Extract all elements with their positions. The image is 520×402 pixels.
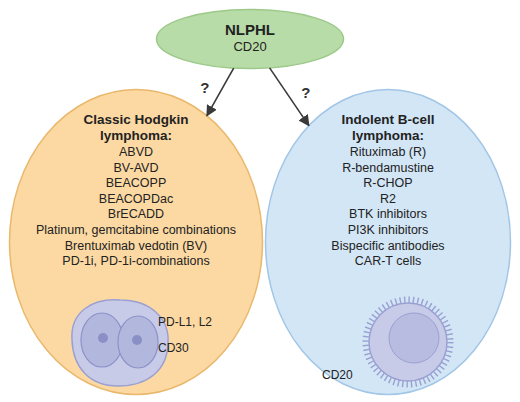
- treatment-item: BEACOPP: [106, 176, 166, 192]
- treatment-item: BEACOPDac: [99, 192, 173, 208]
- treatment-item: R-bendamustine: [342, 161, 434, 177]
- treatment-item: BrECADD: [108, 207, 164, 223]
- treatment-item: Platinum, gemcitabine combinations: [36, 223, 236, 239]
- treatment-item: PI3K inhibitors: [348, 223, 429, 239]
- edge-label: ?: [200, 80, 209, 96]
- text-group: Classic Hodgkin lymphoma:ABVDBV-AVDBEACO…: [8, 88, 264, 270]
- treatment-item: Brentuximab vedotin (BV): [65, 239, 207, 255]
- treatment-item: PD-1i, PD-1i-combinations: [62, 254, 209, 270]
- marker-label: CD30: [158, 341, 189, 355]
- text-group: NLPHLCD20: [155, 8, 345, 55]
- treatment-item: CAR-T cells: [355, 254, 421, 270]
- arrow-connector: [207, 68, 234, 116]
- treatment-oval: Indolent B-cell lymphoma:Rituximab (R)R-…: [264, 88, 512, 396]
- treatment-item: ABVD: [119, 145, 153, 161]
- treatment-item: R-CHOP: [363, 176, 412, 192]
- treatment-item: R2: [380, 192, 396, 208]
- node-heading: Classic Hodgkin lymphoma:: [66, 112, 206, 143]
- node-heading: Indolent B-cell lymphoma:: [318, 112, 458, 143]
- edge-label: ?: [301, 85, 310, 101]
- node-heading: NLPHL: [225, 21, 275, 39]
- node-shape: [266, 90, 511, 395]
- treatment-item: Bispecific antibodies: [331, 239, 444, 255]
- treatment-item: Rituximab (R): [350, 145, 426, 161]
- node-shape: [10, 90, 263, 395]
- treatment-item: BTK inhibitors: [349, 207, 427, 223]
- disease-ellipse: NLPHLCD20: [155, 8, 345, 70]
- marker-label: PD-L1, L2: [158, 315, 212, 329]
- marker-label: CD20: [233, 39, 266, 55]
- treatment-oval: Classic Hodgkin lymphoma:ABVDBV-AVDBEACO…: [8, 88, 264, 396]
- treatment-item: BV-AVD: [114, 161, 159, 177]
- text-group: Indolent B-cell lymphoma:Rituximab (R)R-…: [264, 88, 512, 270]
- node-shape: [157, 10, 344, 69]
- marker-label: CD20: [322, 368, 353, 382]
